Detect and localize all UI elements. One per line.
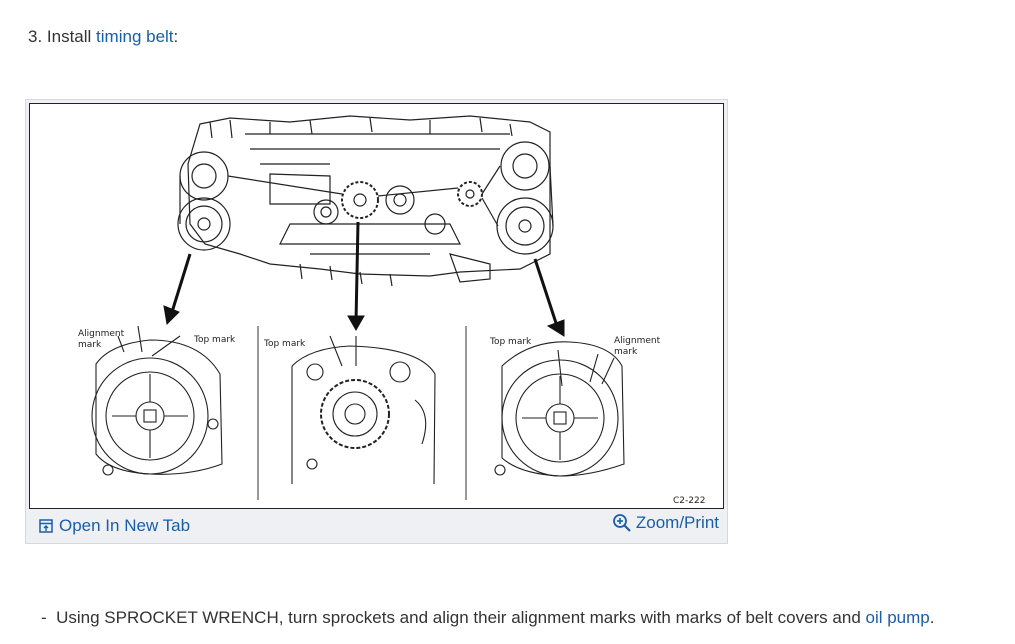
step-heading: 3. Install timing belt: — [28, 27, 178, 47]
zoom-print-button[interactable]: Zoom/Print — [612, 513, 719, 533]
left-cam-detail — [91, 325, 223, 476]
zoom-in-icon — [612, 514, 631, 532]
left-top-mark-label: Top mark — [193, 335, 236, 345]
right-cam-detail — [494, 341, 625, 477]
step-suffix: : — [173, 27, 179, 46]
left-alignment-label-line1: Alignment — [78, 329, 125, 339]
center-top-mark-label: Top mark — [263, 339, 306, 349]
open-new-tab-icon — [39, 519, 53, 533]
right-top-mark-label: Top mark — [489, 337, 532, 347]
engine-diagram-svg: Alignment mark Top mark Top mark Top mar… — [78, 115, 705, 506]
bullet-dash: - — [41, 608, 47, 627]
bullet-text: Using SPROCKET WRENCH, turn sprockets an… — [56, 608, 866, 627]
diagram-labels: Alignment mark Top mark Top mark Top mar… — [78, 329, 705, 506]
timing-belt-link[interactable]: timing belt — [96, 27, 174, 46]
figure-container: Alignment mark Top mark Top mark Top mar… — [25, 99, 728, 544]
open-new-tab-button[interactable]: Open In New Tab — [39, 516, 190, 536]
open-new-tab-label: Open In New Tab — [59, 516, 191, 535]
panel-dividers — [257, 326, 467, 500]
oil-pump-link[interactable]: oil pump — [865, 608, 930, 627]
timing-belt-diagram[interactable]: Alignment mark Top mark Top mark Top mar… — [29, 103, 724, 509]
zoom-print-label: Zoom/Print — [635, 513, 719, 532]
instruction-bullet: - Using SPROCKET WRENCH, turn sprockets … — [41, 608, 935, 628]
left-alignment-label-line2: mark — [78, 340, 102, 350]
right-alignment-label-line1: Alignment — [614, 336, 661, 346]
pointer-arrows — [163, 221, 565, 337]
figure-code: C2-222 — [673, 496, 705, 506]
right-alignment-label-line2: mark — [614, 347, 638, 357]
bullet-suffix: . — [929, 608, 935, 627]
engine-overview — [177, 115, 554, 287]
center-crank-detail — [291, 335, 436, 485]
step-prefix: 3. Install — [28, 27, 97, 46]
